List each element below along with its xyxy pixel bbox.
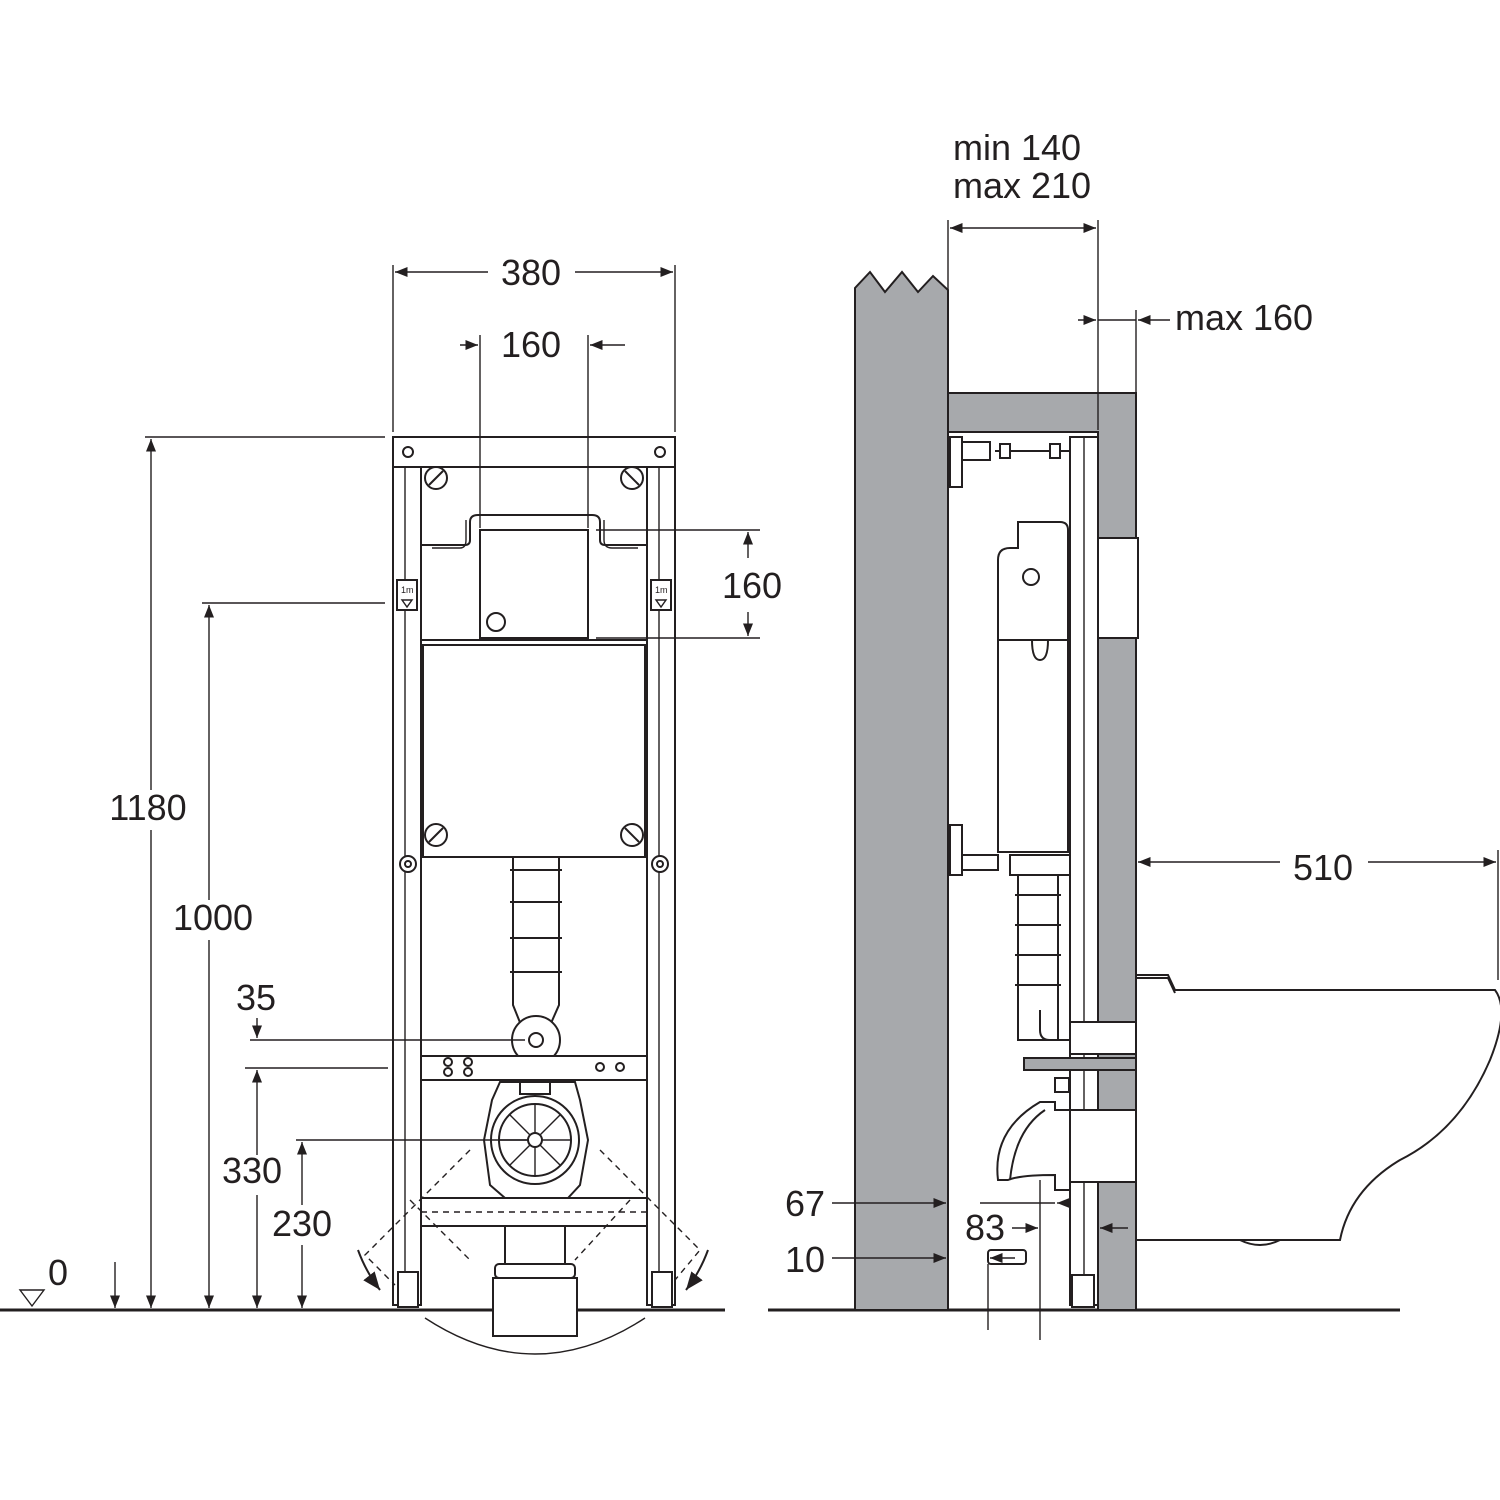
dimension-330: 330 — [222, 1070, 282, 1308]
fastener-bottom-right — [620, 823, 644, 847]
rail-hole-right — [654, 446, 666, 458]
dimension-1000: 1000 — [173, 602, 385, 1308]
drain-side — [987, 1180, 1041, 1340]
svg-text:1m: 1m — [655, 585, 668, 595]
label-330: 330 — [222, 1150, 282, 1191]
lower-crossbar — [420, 1055, 648, 1081]
wall-bracket-bottom — [949, 824, 1071, 876]
level-marker-left: 1m — [396, 579, 418, 611]
fastener-bottom-left — [424, 823, 448, 847]
flush-plate-opening — [479, 529, 589, 639]
front-view: 1m 1m — [0, 252, 782, 1355]
level-marker-right: 1m — [650, 579, 672, 611]
dimension-max-160: max 160 — [1078, 297, 1313, 393]
foot-right — [651, 1271, 673, 1308]
label-1000: 1000 — [173, 897, 253, 938]
label-min-140: min 140 — [953, 127, 1081, 168]
dimension-160-horizontal: 160 — [460, 324, 625, 528]
label-160-right: 160 — [722, 565, 782, 606]
flush-plate-hole — [486, 612, 506, 632]
floor-level-marker: 0 — [18, 1252, 121, 1308]
svg-text:1m: 1m — [401, 585, 414, 595]
label-10: 10 — [785, 1239, 825, 1280]
bolt-left — [399, 855, 417, 873]
label-230: 230 — [272, 1203, 332, 1244]
label-83: 83 — [965, 1207, 1005, 1248]
label-35: 35 — [236, 977, 276, 1018]
label-0: 0 — [48, 1252, 68, 1293]
fastener-top-left — [424, 466, 448, 490]
back-wall — [854, 270, 949, 1311]
drain-pipe — [492, 1225, 578, 1337]
cistern-upper-outline — [420, 470, 647, 546]
flush-pipe-side — [1015, 874, 1070, 1041]
label-380: 380 — [501, 252, 561, 293]
cistern-body — [422, 644, 646, 858]
cistern-side — [997, 521, 1069, 853]
waste-spigot — [1069, 1109, 1139, 1183]
label-510: 510 — [1293, 847, 1353, 888]
fastener-top-right — [620, 466, 644, 490]
label-1180: 1180 — [109, 787, 186, 828]
dimension-380: 380 — [392, 252, 676, 432]
toilet-pan — [1135, 974, 1500, 1246]
waste-bend — [996, 1101, 1071, 1191]
dimension-230: 230 — [272, 1139, 528, 1308]
label-160-top: 160 — [501, 324, 561, 365]
dimension-160-vertical: 160 — [596, 529, 782, 639]
rail-hole-left — [402, 446, 414, 458]
side-foot — [1071, 1274, 1095, 1308]
label-67: 67 — [785, 1183, 825, 1224]
dimension-1180: 1180 — [109, 436, 385, 1308]
dimension-83: 83 — [965, 1207, 1128, 1248]
dimension-35: 35 — [236, 977, 525, 1069]
label-max-210: max 210 — [953, 165, 1091, 206]
dimension-wall-gap: min 140 max 210 — [947, 127, 1099, 430]
wall-bracket-top — [949, 436, 1070, 488]
dimension-510: 510 — [1138, 847, 1499, 980]
dimension-67: 67 — [785, 1183, 1070, 1224]
bolt-right — [651, 855, 669, 873]
flush-pipe — [510, 856, 562, 1031]
flush-plate-side — [1097, 537, 1139, 639]
adjustment-range — [357, 1149, 709, 1355]
foot-left — [397, 1271, 419, 1308]
frame-top-rail — [392, 436, 676, 468]
side-view: min 140 max 210 max 160 510 67 — [768, 127, 1500, 1340]
dimension-10: 10 — [785, 1239, 1015, 1280]
label-max-160: max 160 — [1175, 297, 1313, 338]
waste-outlet — [482, 1081, 590, 1199]
